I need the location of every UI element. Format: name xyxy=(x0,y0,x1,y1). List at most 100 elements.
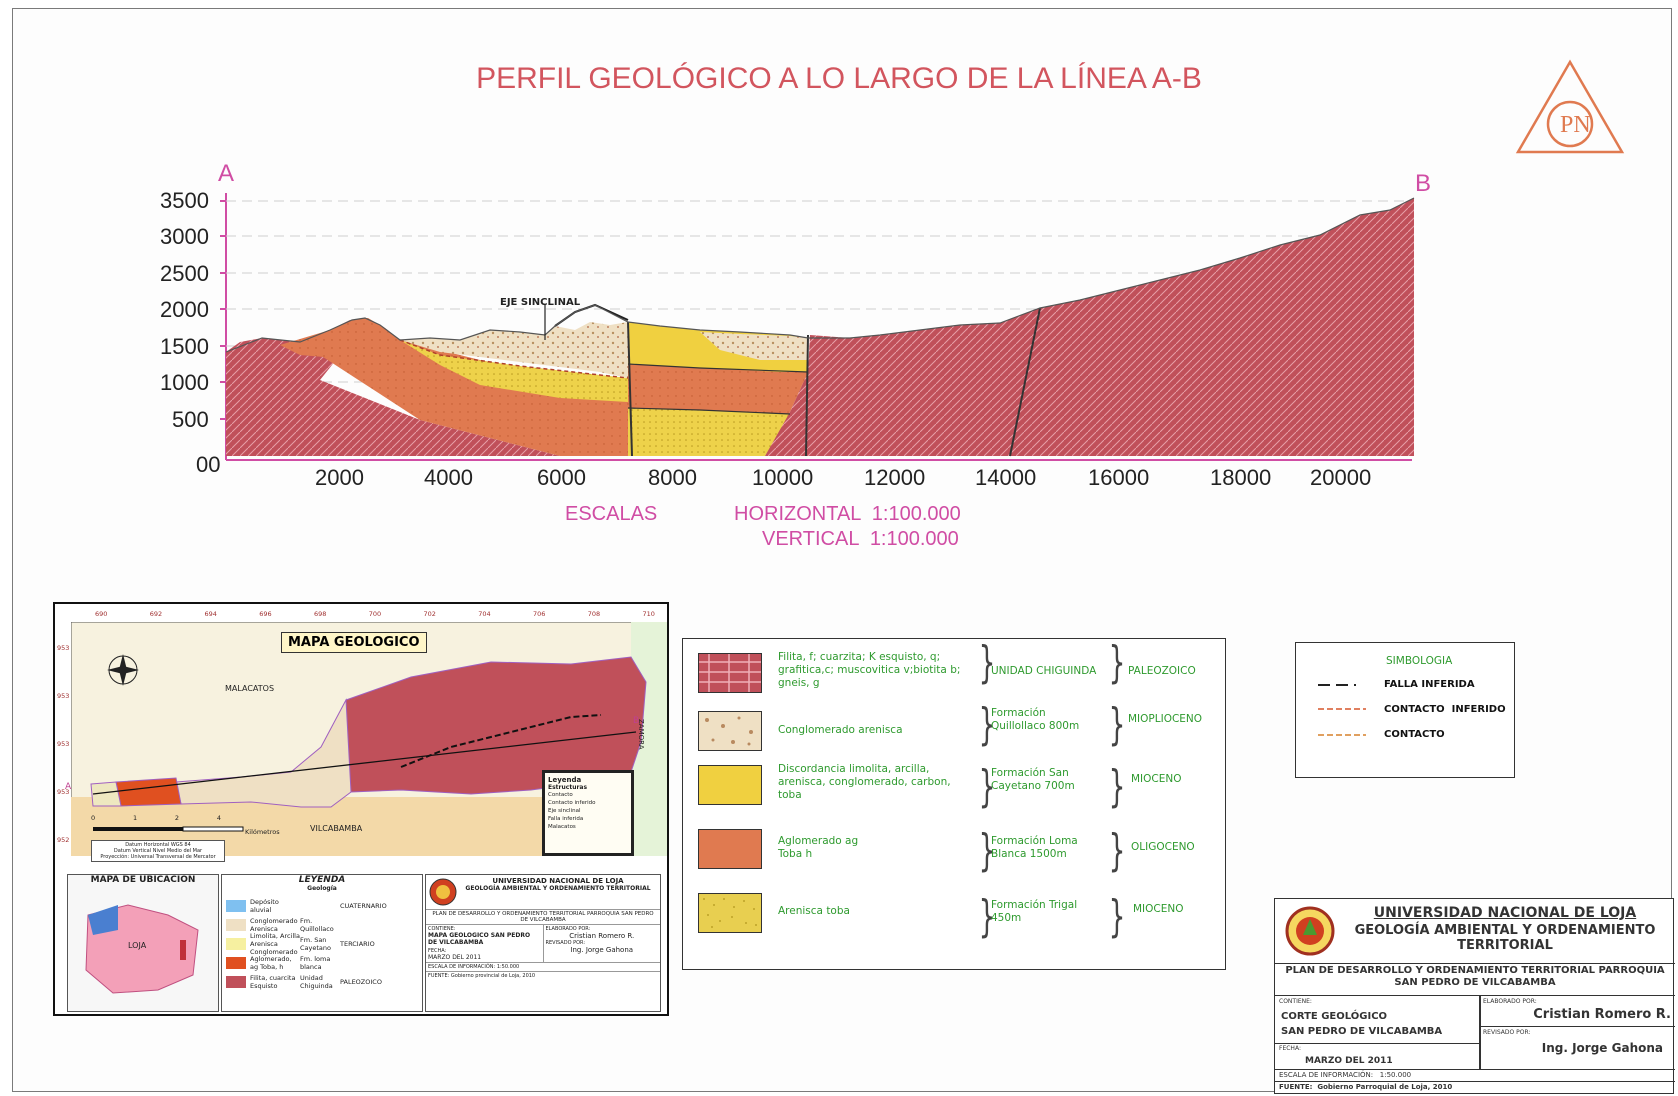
map-tick: 953 xyxy=(57,788,70,796)
symbology-item: CONTACTO INFERIDO xyxy=(1384,704,1506,715)
leyenda-sub: Geología xyxy=(307,885,337,892)
symbology-item: CONTACTO xyxy=(1384,729,1445,740)
logo-letters: PN xyxy=(1560,112,1591,138)
tb-contiene-label: CONTIENE: xyxy=(1279,998,1312,1005)
datum-line: Datum Vertical Nivel Medio del Mar xyxy=(113,848,203,854)
legend-formation: UNIDAD CHIGUINDA xyxy=(991,665,1097,677)
map-tick: 690 xyxy=(95,610,108,618)
leyenda-desc: Limolita, Arcilla Arenisca Conglomerado xyxy=(250,931,300,956)
datum-line: Datum Horizontal WGS 84 xyxy=(125,842,191,848)
tb-fecha-label: FECHA: xyxy=(1279,1045,1301,1052)
map-legend-sub: Estructuras xyxy=(548,784,588,791)
map-tick: 694 xyxy=(204,610,217,618)
leyenda-desc: Filita, cuarcita Esquisto xyxy=(250,973,296,990)
legend-age: MIOPLIOCENO xyxy=(1128,713,1203,725)
legend-desc: Conglomerado arenisca xyxy=(778,724,903,736)
leyenda-age: TERCIARIO xyxy=(340,939,375,948)
map-escala: ESCALA DE INFORMACIÓN: 1:50.000 xyxy=(426,962,660,971)
map-uni-dept: GEOLOGÍA AMBIENTAL Y ORDENAMIENTO TERRIT… xyxy=(465,885,651,892)
map-contiene-label: CONTIENE: xyxy=(428,926,456,932)
x-tick: 2000 xyxy=(315,465,364,490)
brace-icon: } xyxy=(978,761,996,812)
legend-desc: Discordancia limolita, arcilla, arenisca… xyxy=(778,763,951,801)
leyenda-unit: Fm. loma blanca xyxy=(300,954,331,971)
scale-tick: 2 xyxy=(174,814,180,822)
legend-age: PALEOZOICO xyxy=(1128,665,1196,677)
horizontal-scale: HORIZONTAL 1:100.000 xyxy=(734,503,961,525)
brace-icon: } xyxy=(978,891,996,942)
brace-icon: } xyxy=(978,699,996,750)
brace-icon: } xyxy=(1108,761,1126,812)
tb-contiene-1: CORTE GEOLÓGICO xyxy=(1281,1011,1388,1022)
point-b-label: B xyxy=(1415,170,1432,197)
legend-formation: Formación Quillollaco 800m xyxy=(991,707,1080,732)
tb-fecha: MARZO DEL 2011 xyxy=(1305,1056,1393,1066)
map-point-b: B xyxy=(633,716,640,726)
map-uni-name: UNIVERSIDAD NACIONAL DE LOJA xyxy=(492,877,624,885)
x-tick: 10000 xyxy=(752,465,814,490)
legend-desc: Filita, f; cuarzita; K esquisto, q; graf… xyxy=(778,651,961,689)
y-tick: 00 xyxy=(196,452,221,477)
brace-icon: } xyxy=(1108,699,1126,750)
y-tick: 3000 xyxy=(160,224,209,249)
map-revisado: Ing. Jorge Gahona xyxy=(570,946,634,954)
scales-label: ESCALAS xyxy=(565,503,658,525)
scale-tick: 1 xyxy=(132,814,138,822)
tb-university: UNIVERSIDAD NACIONAL DE LOJA xyxy=(1373,905,1637,921)
x-tick: 6000 xyxy=(537,465,586,490)
legend-formation: Formación Loma Blanca 1500m xyxy=(991,835,1078,860)
map-uni-plan: PLAN DE DESARROLLO Y ORDENAMIENTO TERRIT… xyxy=(426,909,660,924)
legend-desc: Arenisca toba xyxy=(778,905,850,917)
x-tick: 20000 xyxy=(1310,465,1372,490)
logo-triangle-icon: PN xyxy=(1515,59,1625,154)
tb-fuente: FUENTE: Gobierno Parroquial de Loja, 201… xyxy=(1279,1083,1453,1091)
x-tick: 14000 xyxy=(975,465,1037,490)
geologic-map-inset: 690 692 694 696 698 700 702 704 706 708 … xyxy=(53,602,669,1016)
legend-age: OLIGOCENO xyxy=(1131,841,1195,853)
leyenda-desc: Depósito aluvial xyxy=(250,897,279,914)
zamora-label: ZAMORA xyxy=(637,719,645,750)
scale-unit: Kilómetros xyxy=(245,828,280,836)
x-tick: 4000 xyxy=(424,465,473,490)
point-a-label: A xyxy=(218,160,235,187)
vilcabamba-label: VILCABAMBA xyxy=(310,824,363,833)
map-legend: Leyenda Estructuras Contacto Contacto in… xyxy=(542,770,634,856)
map-legend-item: Malacatos xyxy=(548,824,576,830)
map-tick: 953 xyxy=(57,644,70,652)
location-title: MAPA DE UBICACION xyxy=(90,875,196,885)
map-revisado-label: REVISADO POR: xyxy=(545,940,586,946)
brace-icon: } xyxy=(978,825,996,876)
map-elaborado-label: ELABORADO POR: xyxy=(545,926,591,932)
stratigraphic-legend: Filita, f; cuarzita; K esquisto, q; graf… xyxy=(682,638,1226,970)
map-tick: 952 xyxy=(57,836,70,844)
tb-revisado-label: REVISADO POR: xyxy=(1483,1029,1531,1036)
legend-age: MIOCENO xyxy=(1131,773,1182,785)
y-tick: 3500 xyxy=(160,188,209,213)
tb-escala: ESCALA DE INFORMACIÓN: 1:50.000 xyxy=(1279,1071,1412,1079)
map-elaborado: Cristian Romero R. xyxy=(569,932,635,940)
map-point-a: A xyxy=(65,782,72,792)
map-legend-item: Contacto inferido xyxy=(548,800,596,806)
map-legend-item: Falla inferida xyxy=(548,816,584,822)
scale-tick: 0 xyxy=(91,814,96,822)
swatch-filita xyxy=(698,653,762,693)
x-tick: 18000 xyxy=(1210,465,1272,490)
map-tick: 710 xyxy=(642,610,655,618)
tb-plan: PLAN DE DESARROLLO Y ORDENAMIENTO TERRIT… xyxy=(1285,965,1665,988)
tb-elaborado: Cristian Romero R. xyxy=(1533,1007,1671,1022)
map-legend-item: Eje sinclinal xyxy=(548,808,581,814)
y-tick: 1500 xyxy=(160,334,209,359)
brace-icon: } xyxy=(978,637,996,688)
university-seal-icon xyxy=(1285,906,1335,956)
location-map: MAPA DE UBICACION LOJA xyxy=(67,874,219,1012)
symbology-item: FALLA INFERIDA xyxy=(1384,679,1475,690)
leyenda-unit: Fm. San Cayetano xyxy=(300,935,331,952)
map-fecha: MARZO DEL 2011 xyxy=(428,954,482,961)
map-tick: 704 xyxy=(478,610,491,618)
x-tick: 8000 xyxy=(648,465,697,490)
brace-icon: } xyxy=(1108,891,1126,942)
legend-formation: Formación Trigal 450m xyxy=(991,899,1078,924)
tb-contiene-2: SAN PEDRO DE VILCABAMBA xyxy=(1281,1026,1443,1037)
swatch-discordancia xyxy=(698,765,762,805)
